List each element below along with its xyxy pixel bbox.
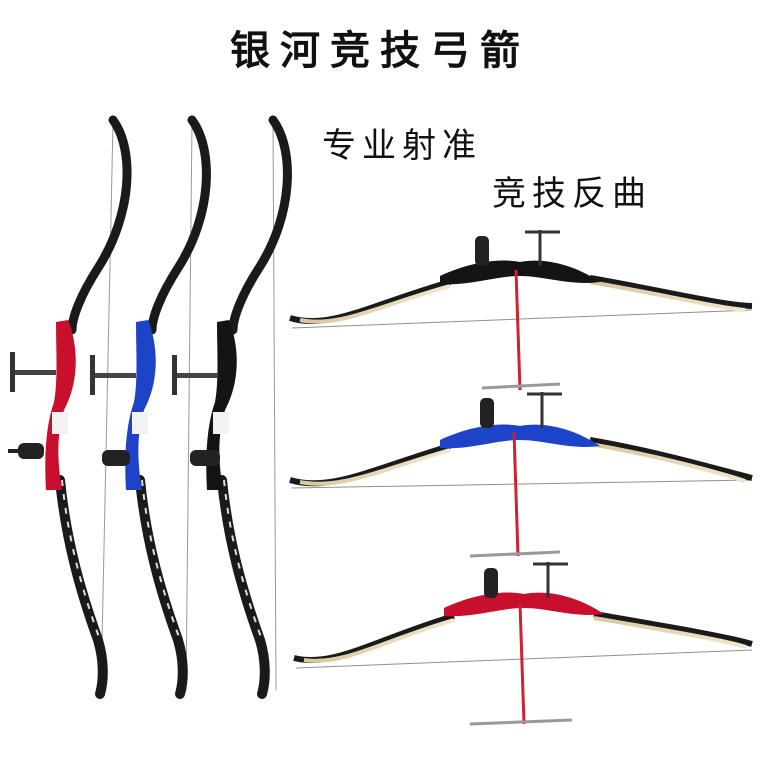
vertical-bow-black [172, 115, 292, 699]
tagline-professional: 专业射准 [322, 126, 482, 166]
stabilizer-red [18, 443, 44, 459]
vertical-bow-red [8, 115, 132, 699]
vertical-bow-blue [90, 115, 211, 699]
horizontal-bow-black [289, 230, 753, 391]
riser-blue [125, 320, 156, 490]
stabilizer-blue [102, 450, 130, 466]
stabilizer-black [190, 450, 220, 466]
horizontal-bow-blue [289, 392, 753, 558]
page-title: 银河竞技弓箭 [230, 28, 530, 74]
riser-red-h [444, 592, 604, 617]
riser-blue-h [440, 424, 600, 449]
riser-black [206, 320, 237, 490]
horizontal-bow-red [293, 562, 753, 726]
tagline-recurve: 竞技反曲 [492, 174, 652, 214]
riser-red [45, 320, 76, 490]
riser-black-h [440, 260, 600, 285]
